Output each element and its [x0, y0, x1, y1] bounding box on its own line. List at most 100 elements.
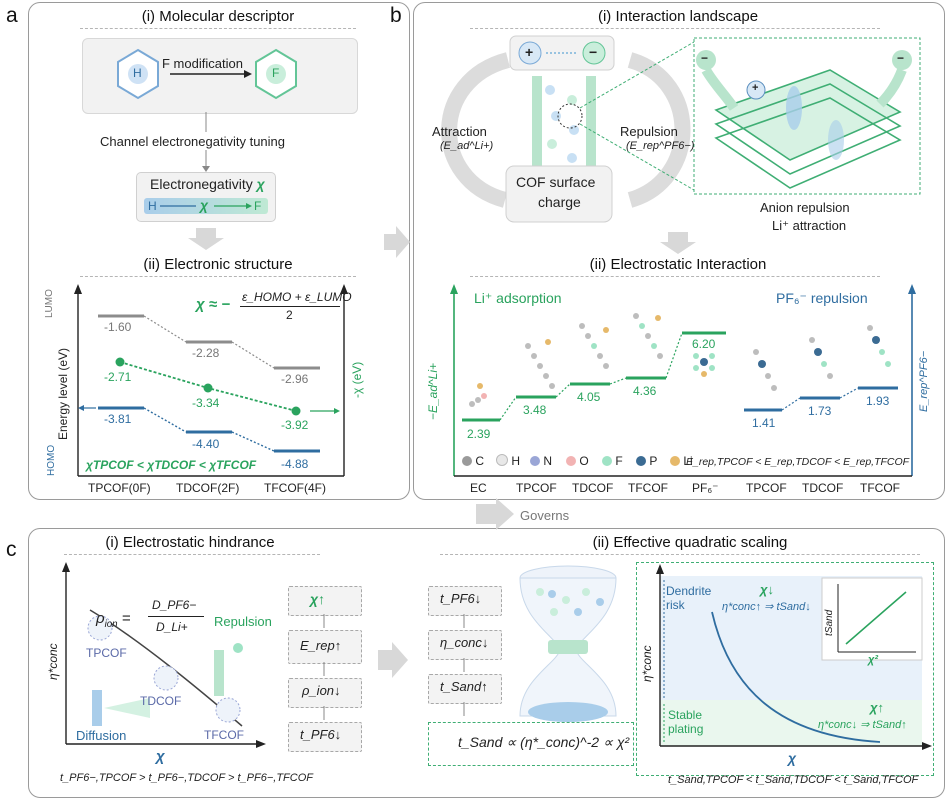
molecule-tdcof-icon — [579, 323, 609, 369]
legend-h: H — [496, 454, 520, 468]
flow2-box-1 — [428, 586, 502, 616]
zoom-anion-right-icon — [892, 50, 912, 70]
bar-f: F — [254, 199, 262, 213]
flow1-item-3: ρ_ion↓ — [302, 683, 341, 698]
t-pf6-ordering: t_PF6−,TPCOF > t_PF6−,TDCOF > t_PF6−,TFC… — [60, 772, 313, 784]
chi-point-tpcof — [115, 357, 125, 367]
hexagon-f-label: F — [272, 66, 280, 80]
lumo-value-tfcof: -2.96 — [281, 372, 309, 386]
governs-label: Governs — [520, 508, 570, 523]
flow2-item-3: t_Sand↑ — [440, 679, 488, 694]
a-x-label-tpcof: TPCOF(0F) — [88, 481, 151, 495]
flow2-box-3 — [428, 674, 502, 704]
lumo-levels — [98, 314, 320, 370]
chi-formula-bar — [240, 306, 340, 307]
flow1-item-4: t_PF6↓ — [300, 727, 342, 742]
tpcof-label: TPCOF — [86, 646, 127, 660]
flow2-item-1: t_PF6↓ — [440, 591, 482, 606]
a-down-arrow-icon — [188, 228, 224, 250]
flow1-box-2 — [288, 630, 362, 664]
scaling-x-axis: χ — [788, 750, 797, 766]
li-adsorption-label: Li⁺ adsorption — [474, 290, 562, 306]
chi-value-tdcof: -3.34 — [192, 396, 220, 410]
flow1-box-1 — [288, 586, 362, 616]
zoom-cation-icon — [746, 80, 766, 100]
panel-c-letter: c — [6, 538, 17, 561]
homo-levels — [78, 405, 320, 453]
ads-value-ec: 2.39 — [467, 427, 491, 441]
diffusion-label: Diffusion — [76, 728, 127, 743]
c-i-rule — [64, 554, 320, 555]
cof-charge-line2: charge — [538, 194, 581, 210]
a-i-title: (i) Molecular descriptor — [141, 8, 295, 25]
flow2-box-2 — [428, 630, 502, 660]
chi-formula-numerator: ε_HOMO + ε_LUMO — [242, 290, 352, 304]
molecule-rep-tpcof-icon — [753, 349, 777, 391]
a-i-rule — [80, 28, 356, 29]
dendrite-label: Dendrite risk — [666, 584, 712, 612]
sand-equation-box — [428, 722, 634, 766]
zoom-cation-plus: + — [752, 82, 759, 94]
eta-down-label: η*conc↓ ⇒ tSand↑ — [818, 719, 907, 731]
cation-plus: + — [525, 44, 534, 60]
molecule-rep-tfcof-icon — [867, 325, 891, 367]
chi-point-tfcof — [291, 406, 301, 416]
rep-value-tdcof: 1.73 — [808, 404, 832, 418]
c-ii-title: (ii) Effective quadratic scaling — [592, 534, 788, 551]
b-x-label-ec: EC — [470, 481, 487, 495]
bar-chi: χ — [200, 197, 209, 213]
electronegativity-bar — [144, 198, 268, 214]
cof-charge-line1: COF surface — [516, 174, 596, 190]
b-x-label-tfcof-2: TFCOF — [860, 481, 900, 495]
rho-equation-num: D_PF6− — [152, 598, 197, 612]
a-ii-rule — [80, 276, 356, 277]
channel-tuning-label: Channel electronegativity tuning — [100, 134, 286, 149]
b-ii-title: (ii) Electrostatic Interaction — [589, 256, 767, 273]
stable-label: Stable plating — [668, 708, 704, 736]
electronegativity-title: Electronegativity χ — [150, 176, 265, 192]
attraction-label: Attraction — [432, 124, 487, 139]
flow1-box-3 — [288, 678, 362, 708]
atom-legend: C H N O F P Li — [462, 454, 722, 470]
molecule-rep-tdcof-icon — [809, 337, 833, 379]
eta-curve — [711, 611, 881, 743]
a-x-label-tdcof: TDCOF(2F) — [176, 481, 240, 495]
a-ii-title: (ii) Electronic structure — [143, 256, 293, 273]
anion-repulsion-label: Anion repulsion — [760, 200, 850, 215]
anion-minus: − — [589, 44, 598, 60]
scaling-plot-box — [636, 562, 934, 776]
rho-equation-den: D_Li+ — [156, 620, 188, 634]
anion-icon — [582, 41, 606, 65]
molecule-ec-icon — [469, 383, 487, 407]
lumo-value-tdcof: -2.28 — [192, 346, 220, 360]
zoom-anion-minus-left: − — [701, 51, 709, 65]
ads-value-tdcof: 4.05 — [577, 390, 601, 404]
chi-formula-denominator: 2 — [286, 308, 293, 322]
molecule-pf6-icon — [693, 353, 715, 377]
repulsion-symbol: (E_rep^PF6−) — [626, 140, 695, 152]
repulsion-label: Repulsion — [620, 124, 678, 139]
legend-n: N — [530, 454, 552, 468]
repulsion-c-label: Repulsion — [214, 614, 272, 629]
flow1-box-4 — [288, 722, 362, 752]
legend-c: C — [462, 454, 484, 468]
c-i-title: (i) Electrostatic hindrance — [105, 534, 275, 551]
sand-equation: t_Sand ∝ (η*_conc)^-2 ∝ χ² — [458, 734, 630, 750]
legend-f: F — [602, 454, 623, 468]
chi-up-label: χ↑ — [870, 700, 885, 715]
rho-equation-bar — [148, 616, 204, 617]
chi-value-tfcof: -3.92 — [281, 418, 309, 432]
inset-x-axis: χ² — [868, 654, 879, 666]
attraction-symbol: (E_ad^Li+) — [440, 140, 494, 152]
b-x-label-tpcof: TPCOF — [516, 481, 557, 495]
pf6-repulsion-label: PF₆⁻ repulsion — [776, 290, 868, 306]
inset-y-axis: tSand — [824, 609, 835, 636]
chi-formula-lhs: χ ≈ − — [196, 296, 230, 313]
